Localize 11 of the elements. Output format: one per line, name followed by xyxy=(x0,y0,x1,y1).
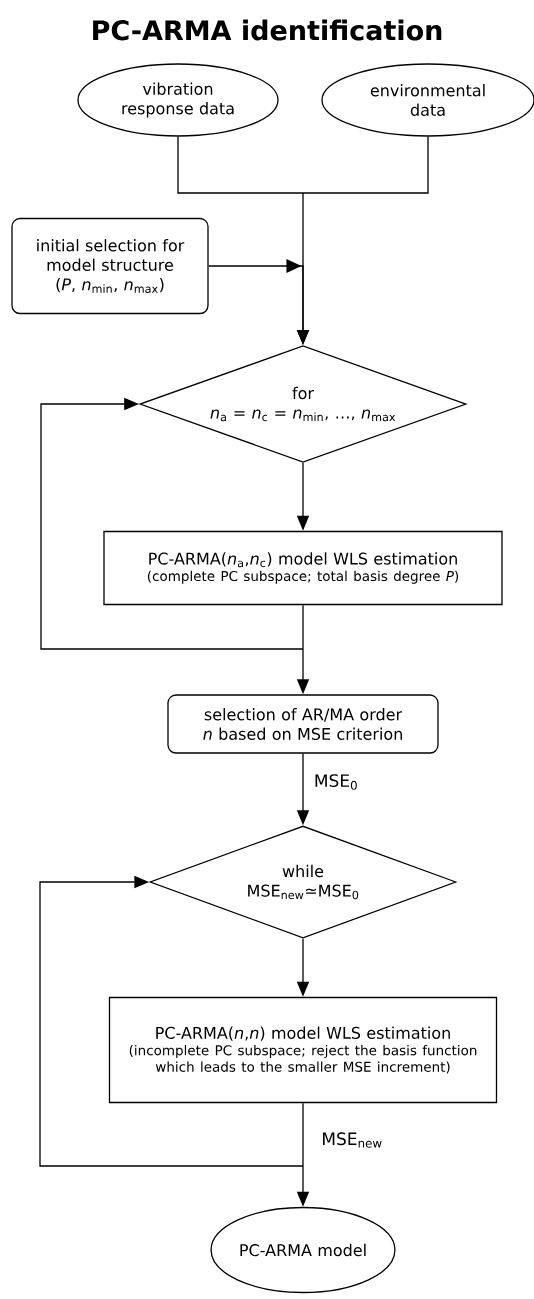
arrow xyxy=(39,875,304,1167)
arrow xyxy=(40,397,304,650)
process-box: PC-ARMA(n$_{a}$,n$_{c}$) model WLS estimation (complete PC subspace; total basis degree P) xyxy=(103,530,503,606)
edge-label: MSE$_{0}$ xyxy=(312,773,360,791)
connector-line xyxy=(302,1102,304,1167)
process-box: PC-ARMA(n,n) model WLS estimation (incomplete PC subspace; reject the basis function which leads to the smaller MSE increment) xyxy=(108,996,498,1104)
connector-line xyxy=(302,604,304,650)
edge-label: MSE$_{new}$ xyxy=(320,1131,384,1149)
title: PC-ARMA identification xyxy=(93,19,442,41)
input-box: initial selection for model structure (P, n$_{min}$, n$_{max}$) xyxy=(11,217,209,315)
process-box: selection of AR/MA order n based on MSE criterion xyxy=(167,694,439,754)
